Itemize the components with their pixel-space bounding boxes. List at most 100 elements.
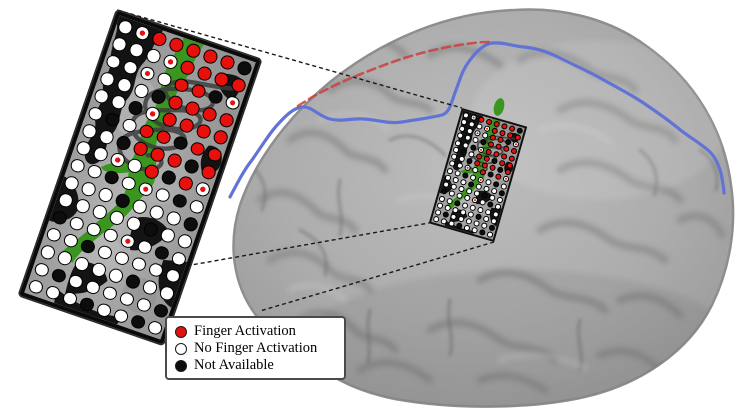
electrode-finger-activation: [479, 168, 487, 177]
electrode-no-finger-activation: [85, 162, 104, 181]
electrode-no-finger-activation: [147, 261, 165, 279]
electrode-no-finger-activation: [73, 255, 91, 273]
electrode-no-finger-activation: [165, 209, 183, 227]
electrode-not-available: [171, 134, 190, 152]
legend-item-not-available: Not Available: [175, 357, 336, 374]
electrode-finger-activation: [489, 134, 497, 142]
electrode-no-finger-activation: [452, 146, 460, 154]
electrode-no-finger-activation: [434, 208, 442, 217]
electrode-no-finger-activation: [141, 278, 159, 296]
electrode-no-finger-activation: [447, 220, 456, 228]
electrode-no-finger-activation: [475, 182, 483, 191]
electrode-no-finger-activation: [481, 131, 489, 140]
electrode-finger-activation: [176, 174, 195, 193]
electrode-no-finger-activation: [480, 222, 488, 230]
electrode-no-finger-activation: [44, 284, 62, 302]
electrode-not-available: [442, 211, 450, 219]
electrode-no-finger-activation: [457, 215, 465, 223]
electrode-no-finger-activation: [450, 153, 458, 161]
electrode-no-finger-activation: [73, 197, 92, 215]
electrode-no-finger-activation: [118, 290, 136, 308]
electrode-finger-activation: [212, 71, 230, 89]
electrode-no-finger-activation: [153, 186, 172, 204]
electrode-no-finger-activation: [112, 307, 130, 325]
electrode-finger-activation: [494, 143, 503, 151]
electrode-not-available: [467, 180, 475, 189]
electrode-finger-activation: [178, 59, 196, 77]
legend-label: Not Available: [194, 357, 274, 374]
electrode-no-finger-activation: [159, 226, 177, 245]
electrode-no-finger-activation: [469, 203, 477, 212]
electrode-not-available: [498, 189, 506, 197]
electrode-no-finger-activation: [164, 267, 182, 285]
electrode-no-finger-activation: [135, 296, 153, 314]
electrode-not-available: [126, 99, 144, 117]
electrode-not-available: [159, 169, 178, 187]
electrode-finger-activation: [510, 147, 518, 156]
electrode-no-finger-activation: [84, 278, 102, 296]
electrode-not-available: [480, 192, 489, 200]
electrode-no-finger-activation: [144, 47, 162, 65]
electrode-not-available: [103, 110, 121, 129]
electrode-no-finger-activation: [454, 139, 462, 147]
electrode-no-finger-activation: [97, 128, 115, 146]
electrode-no-finger-activation: [463, 194, 471, 203]
electrode-no-finger-activation: [102, 226, 120, 244]
green-sulcus-peek: [493, 98, 505, 116]
electrode-no-finger-activation: [466, 127, 474, 135]
electrode-not-available: [465, 157, 474, 165]
electrode-no-finger-activation: [85, 220, 103, 238]
electrode-finger-activation: [473, 159, 481, 168]
electrode-no-finger-activation: [465, 217, 473, 226]
electrode-finger-activation-small: [143, 105, 161, 123]
electrode-not-available: [113, 191, 132, 210]
not-available-marker-icon: [175, 359, 187, 372]
electrode-no-finger-activation: [472, 219, 481, 228]
electrode-finger-activation: [485, 117, 493, 126]
electrode-no-finger-activation: [452, 176, 460, 184]
electrode-no-finger-activation: [96, 186, 115, 204]
electrode-finger-activation-small: [512, 140, 520, 149]
electrode-no-finger-activation: [471, 136, 480, 145]
electrode-not-available: [460, 148, 468, 156]
electrode-no-finger-activation: [113, 249, 131, 267]
electrode-no-finger-activation: [147, 203, 166, 221]
electrode-finger-activation-small: [138, 64, 156, 83]
electrode-not-available: [235, 59, 253, 77]
electrode-no-finger-activation: [96, 243, 114, 262]
electrode-no-finger-activation: [170, 250, 188, 268]
electrode-no-finger-activation: [467, 150, 476, 158]
electrode-finger-activation: [217, 111, 235, 129]
electrode-no-finger-activation: [136, 238, 154, 256]
electrode-not-available: [206, 88, 224, 106]
electrode-finger-activation: [506, 161, 514, 170]
electrode-not-available: [129, 313, 147, 331]
electrode-no-finger-activation: [121, 59, 139, 77]
electrode-not-available: [102, 168, 121, 186]
connector-line-top: [116, 9, 463, 109]
electrode-not-available: [479, 138, 487, 147]
electrode-not-available: [170, 192, 189, 210]
legend-item-no-finger-activation: No Finger Activation: [175, 340, 336, 357]
electrode-finger-activation: [477, 115, 486, 124]
electrode-no-finger-activation: [464, 134, 472, 142]
electrode-no-finger-activation: [478, 198, 487, 207]
electrode-finger-activation: [154, 128, 173, 146]
electrode-not-available: [455, 222, 463, 230]
electrode-no-finger-activation: [95, 301, 113, 319]
electrode-no-finger-activation: [444, 174, 452, 182]
electrode-finger-activation: [218, 53, 236, 71]
electrode-finger-activation: [487, 141, 495, 149]
electrode-no-finger-activation: [446, 197, 454, 205]
electrode-finger-activation-small: [471, 196, 479, 205]
electrode-no-finger-activation: [462, 111, 470, 119]
electrode-no-finger-activation: [484, 208, 492, 216]
electrode-no-finger-activation: [475, 122, 484, 131]
electrode-finger-activation: [194, 122, 213, 141]
electrode-no-finger-activation: [132, 82, 150, 100]
electrode-no-finger-activation: [90, 203, 109, 221]
legend-label: No Finger Activation: [194, 340, 318, 357]
connector-line-middle: [179, 222, 430, 268]
connector-line-bottom: [259, 241, 495, 312]
electrode-no-finger-activation: [471, 166, 479, 175]
